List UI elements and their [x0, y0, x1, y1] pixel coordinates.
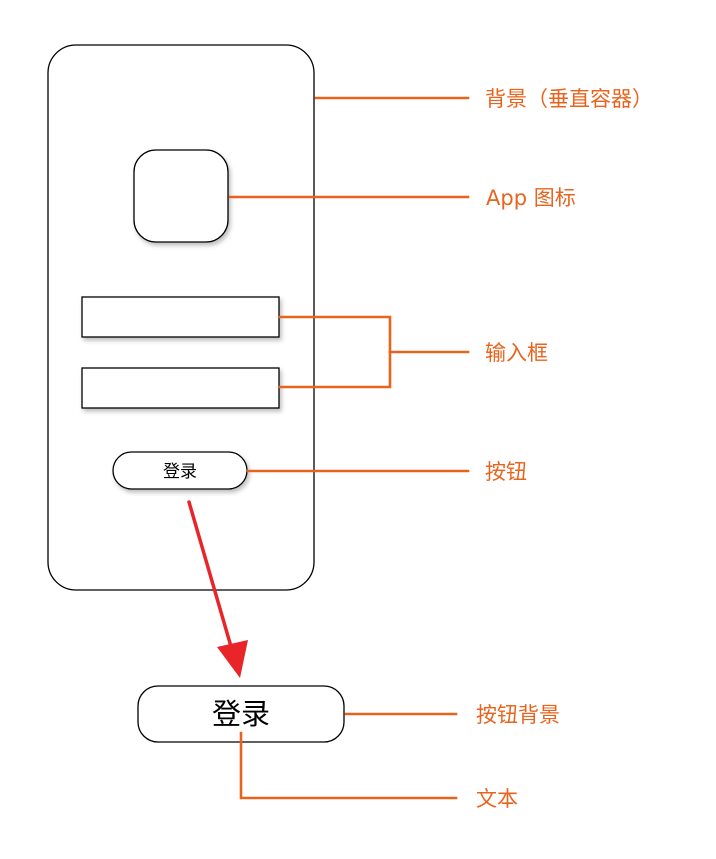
login-button-zoomed-label: 登录 [212, 697, 270, 731]
login-button-small-label: 登录 [163, 462, 197, 482]
input-field-2 [81, 367, 280, 409]
label-app-icon: App 图标 [486, 186, 576, 210]
app-icon-placeholder [133, 149, 229, 243]
label-background-container: 背景（垂直容器） [485, 87, 653, 111]
label-button-background: 按钮背景 [476, 703, 560, 727]
callout-lines [228, 96, 470, 800]
label-input-fields: 输入框 [485, 341, 548, 365]
label-text: 文本 [476, 787, 518, 811]
zoom-arrow-head [217, 640, 248, 678]
label-button: 按钮 [485, 460, 527, 484]
zoom-arrow-shaft [187, 500, 234, 652]
input-field-1 [81, 296, 280, 338]
